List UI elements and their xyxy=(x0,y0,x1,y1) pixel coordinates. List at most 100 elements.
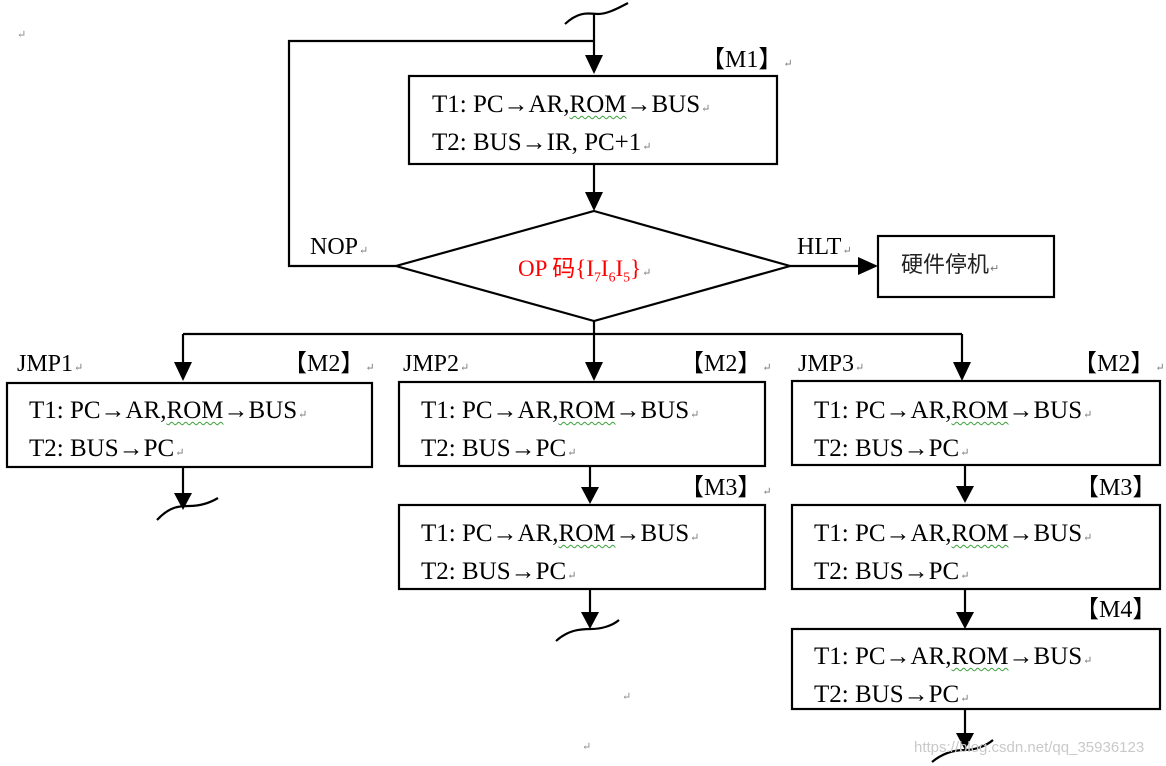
jmp3-m3-label: 【M3】 xyxy=(1075,476,1156,500)
t2-text: T2: BUS→PC xyxy=(421,558,567,585)
return-mark: ↵ xyxy=(762,486,772,498)
t1-rom: ROM xyxy=(558,520,616,547)
jmp1-text: JMP1 xyxy=(17,351,74,377)
cycle-label-text: 【M4】 xyxy=(1075,597,1157,623)
return-mark: ↵ xyxy=(642,141,652,153)
jmp3-m4-label: 【M4】 xyxy=(1075,598,1156,622)
return-mark: ↵ xyxy=(622,691,632,703)
arrow-icon: → xyxy=(503,91,529,118)
t1-prefix: T1: PC xyxy=(814,520,886,547)
fetch-cycle-label: 【M1】↵ xyxy=(701,48,793,72)
t1-rom: ROM xyxy=(951,520,1009,547)
entry-break-mark xyxy=(564,2,629,25)
jmp3-m3-box xyxy=(790,503,1162,591)
arrow-icon: → xyxy=(1008,397,1034,424)
opcode-text: I xyxy=(600,256,609,281)
micro-line-t1: T1: PC→AR,ROM→BUS↵ xyxy=(421,394,699,432)
arrow-icon: → xyxy=(1008,643,1034,670)
arrow-icon: → xyxy=(492,397,518,424)
t1-prefix: T1: PC xyxy=(421,397,493,424)
return-mark: ↵ xyxy=(1083,655,1093,667)
jmp1-m2-text: T1: PC→AR,ROM→BUS↵T2: BUS→PC↵ xyxy=(29,394,307,470)
cycle-label-text: 【M2】 xyxy=(1073,351,1155,377)
cycle-label-text: 【M1】 xyxy=(701,47,783,73)
return-mark: ↵ xyxy=(582,741,592,753)
t1-prefix: T1: PC xyxy=(421,520,493,547)
t1-rom: ROM xyxy=(951,643,1009,670)
t1-mid: AR, xyxy=(910,520,952,547)
t1-suffix: BUS xyxy=(248,397,298,424)
return-mark: ↵ xyxy=(842,245,852,257)
halt-box-text: 硬件停机↵ xyxy=(901,255,999,277)
return-mark: ↵ xyxy=(960,447,970,459)
jmp2-m3-text: T1: PC→AR,ROM→BUS↵T2: BUS→PC↵ xyxy=(421,517,699,593)
t1-mid: AR, xyxy=(517,397,559,424)
return-mark: ↵ xyxy=(642,267,652,279)
return-mark: ↵ xyxy=(1083,409,1093,421)
return-mark: ↵ xyxy=(701,103,711,115)
t1-prefix: T1: PC xyxy=(814,397,886,424)
return-mark: ↵ xyxy=(960,570,970,582)
decision-text: OP 码{I7I6I5}↵ xyxy=(518,257,651,284)
micro-line-t2: T2: BUS→PC↵ xyxy=(421,555,699,593)
micro-line-t1: T1: PC→AR,ROM→BUS↵ xyxy=(814,640,1092,678)
arrow-icon: → xyxy=(885,397,911,424)
jmp2-m2-box xyxy=(397,380,767,468)
t1-rom: ROM xyxy=(166,397,224,424)
hlt-label: HLT↵ xyxy=(797,235,852,259)
cycle-label-text: 【M3】 xyxy=(1075,475,1157,501)
return-mark: ↵ xyxy=(762,362,772,374)
jmp2-m3-box xyxy=(397,503,767,591)
t2-text: T2: BUS→PC xyxy=(814,435,960,462)
fetch-line-t1: T1: PC→AR,ROM→BUS↵ xyxy=(432,88,710,126)
opcode-text: } xyxy=(630,256,642,281)
t1-mid: AR, xyxy=(910,397,952,424)
jmp1-label: JMP1↵ xyxy=(17,352,83,376)
t1-rom: ROM xyxy=(558,397,616,424)
jmp2-m3-label: 【M3】↵ xyxy=(680,476,772,500)
hlt-text: HLT xyxy=(797,234,842,260)
t1-suffix: BUS xyxy=(1033,643,1083,670)
return-mark: ↵ xyxy=(990,262,1000,275)
cycle-label-text: 【M2】 xyxy=(283,351,365,377)
opcode-text: OP 码{I xyxy=(518,256,594,281)
cycle-label-text: 【M3】 xyxy=(680,475,762,501)
t1-suffix: BUS xyxy=(640,397,690,424)
jmp3-m3-text: T1: PC→AR,ROM→BUS↵T2: BUS→PC↵ xyxy=(814,517,1092,593)
t1-rom: ROM xyxy=(951,397,1009,424)
jmp1-break-mark xyxy=(156,497,219,521)
micro-line-t1: T1: PC→AR,ROM→BUS↵ xyxy=(814,517,1092,555)
jmp1-m2-label: 【M2】↵ xyxy=(283,352,375,376)
opcode-sub: 7 xyxy=(594,269,601,285)
arrow-icon: → xyxy=(885,643,911,670)
t2-text: T2: BUS→PC xyxy=(29,435,175,462)
t2-text: T2: BUS→IR, PC+1 xyxy=(432,129,642,156)
return-mark: ↵ xyxy=(690,532,700,544)
nop-loop-line xyxy=(287,39,594,268)
arrow-icon: → xyxy=(626,91,652,118)
t1-rom: ROM xyxy=(569,91,627,118)
nop-label: NOP↵ xyxy=(310,235,368,259)
t1-prefix: T1: PC xyxy=(814,643,886,670)
t2-text: T2: BUS→PC xyxy=(814,558,960,585)
cycle-label-text: 【M2】 xyxy=(680,351,762,377)
return-mark: ↵ xyxy=(460,362,470,374)
t1-suffix: BUS xyxy=(1033,520,1083,547)
micro-line-t2: T2: BUS→PC↵ xyxy=(814,432,1092,470)
jmp3-m4-text: T1: PC→AR,ROM→BUS↵T2: BUS→PC↵ xyxy=(814,640,1092,716)
t1-mid: AR, xyxy=(910,643,952,670)
arrow-icon: → xyxy=(1008,520,1034,547)
jmp2-m2-label: 【M2】↵ xyxy=(680,352,772,376)
return-mark: ↵ xyxy=(567,447,577,459)
return-mark: ↵ xyxy=(960,693,970,705)
nop-text: NOP xyxy=(310,234,359,260)
jmp3-text: JMP3 xyxy=(798,351,855,377)
micro-line-t2: T2: BUS→PC↵ xyxy=(421,432,699,470)
return-mark: ↵ xyxy=(74,362,84,374)
return-mark: ↵ xyxy=(17,29,27,41)
micro-line-t2: T2: BUS→PC↵ xyxy=(29,432,307,470)
jmp3-break-mark xyxy=(931,739,994,763)
t1-mid: AR, xyxy=(517,520,559,547)
fetch-line-t2: T2: BUS→IR, PC+1↵ xyxy=(432,126,710,164)
